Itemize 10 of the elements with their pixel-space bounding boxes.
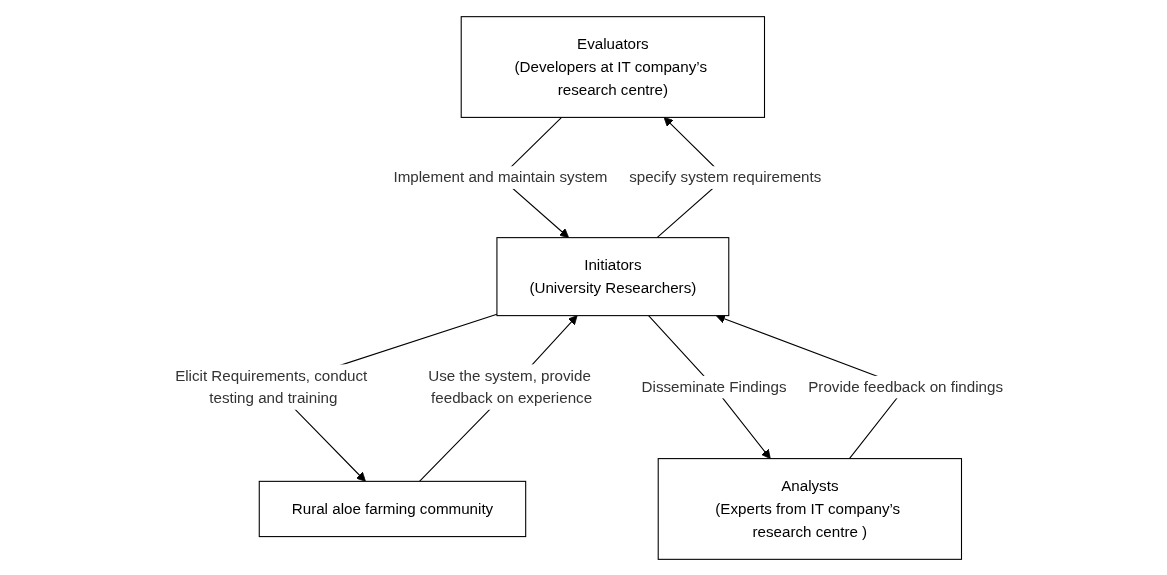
- edge-label: Implement and maintain system: [392, 167, 607, 186]
- edge-label: Elicit Requirements, conduct testing and training: [174, 366, 367, 407]
- node-box: Initiators (University Researchers): [495, 236, 729, 316]
- edge-label: Use the system, provide feedback on experience: [427, 366, 592, 407]
- edge-label: specify system requirements: [628, 167, 821, 186]
- node-box: Analysts (Experts from IT company’s research centre ): [657, 457, 962, 560]
- edge-label: Disseminate Findings: [641, 377, 787, 395]
- edge-label: Provide feedback on findings: [807, 377, 1003, 395]
- node-box: Rural aloe farming community: [258, 480, 526, 537]
- node-box: Evaluators (Developers at IT company’s research centre): [460, 15, 765, 118]
